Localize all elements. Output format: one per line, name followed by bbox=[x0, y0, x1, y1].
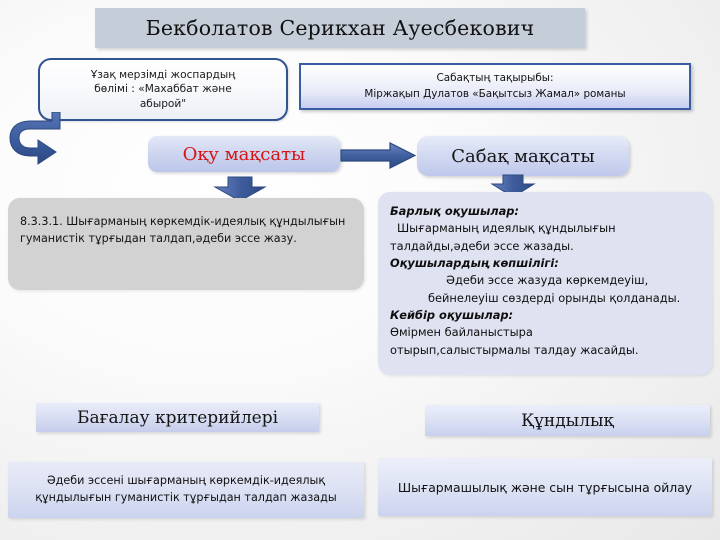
criteria-line-2: құндылығын гуманистік тұрғыдан талдап жа… bbox=[35, 491, 337, 504]
diff-most-label: Оқушылардың көпшілігі: bbox=[390, 255, 559, 270]
down-arrow-right-icon bbox=[490, 174, 536, 198]
value-text: Шығармашылық және сын тұрғысына ойлау bbox=[397, 479, 693, 495]
long-term-plan-box: Ұзақ мерзімді жоспардың бөлімі : «Махабб… bbox=[38, 58, 288, 121]
diff-some-label: Кейбір оқушылар: bbox=[390, 307, 514, 322]
diff-some-line-2: отырып,салыстырмалы талдау жасайды. bbox=[390, 342, 639, 357]
lesson-topic-box: Сабақтың тақырыбы: Міржақып Дулатов «Бақ… bbox=[299, 63, 691, 110]
learning-objective-box: 8.3.3.1. Шығарманың көркемдік-идеялық құ… bbox=[8, 198, 364, 290]
assessment-criteria-header: Бағалау критерийлері bbox=[36, 403, 319, 432]
long-term-plan-text: Ұзақ мерзімді жоспардың бөлімі : «Махабб… bbox=[83, 68, 243, 112]
diff-most-line-1: Әдеби эссе жазуда көркемдеуіш, bbox=[446, 273, 649, 288]
learning-goal-pill: Оқу мақсаты bbox=[148, 136, 340, 172]
plan-line-1: Ұзақ мерзімді жоспардың bbox=[90, 68, 236, 81]
value-title: Құндылық bbox=[521, 410, 614, 431]
diff-all-line-1: Шығарманың идеялық құндылығын bbox=[397, 221, 616, 236]
assessment-criteria-body: Әдеби эссені шығарманың көркемдік-идеялы… bbox=[8, 462, 364, 518]
lesson-topic-label: Сабақтың тақырыбы: bbox=[436, 72, 554, 85]
plan-line-3: абырой" bbox=[139, 97, 187, 110]
slide-title-banner: Бекболатов Серикхан Ауесбекович bbox=[95, 8, 585, 48]
value-body: Шығармашылық және сын тұрғысына ойлау bbox=[378, 458, 712, 516]
assessment-criteria-text: Әдеби эссені шығарманың көркемдік-идеялы… bbox=[29, 473, 342, 507]
diff-all-label: Барлық оқушылар: bbox=[390, 204, 519, 218]
criteria-line-1: Әдеби эссені шығарманың көркемдік-идеялы… bbox=[46, 474, 326, 488]
right-arrow-icon bbox=[340, 142, 416, 169]
value-header: Құндылық bbox=[425, 405, 710, 436]
down-arrow-left-icon bbox=[213, 176, 267, 202]
lesson-topic-value: Міржақып Дулатов «Бақытсыз Жамал» романы bbox=[364, 87, 626, 100]
differentiation-box: Барлық оқушылар: Шығарманың идеялық құнд… bbox=[378, 192, 712, 375]
diff-all-line-2: талдайды,әдеби эссе жазады. bbox=[390, 238, 574, 253]
plan-line-2: бөлімі : «Махаббат және bbox=[94, 83, 232, 96]
u-turn-arrow-icon bbox=[9, 112, 61, 165]
assessment-criteria-title: Бағалау критерийлері bbox=[76, 407, 279, 428]
lesson-goal-label: Сабақ мақсаты bbox=[451, 145, 595, 167]
learning-objective-text: 8.3.3.1. Шығарманың көркемдік-идеялық құ… bbox=[20, 215, 346, 245]
diff-most-line-2: бейнелеуіш сөздерді орынды қолданады. bbox=[428, 290, 681, 305]
page-title: Бекболатов Серикхан Ауесбекович bbox=[145, 16, 535, 40]
diff-some-line-1: Өмірмен байланыстыра bbox=[390, 325, 533, 340]
lesson-goal-pill: Сабақ мақсаты bbox=[417, 136, 629, 176]
learning-goal-label: Оқу мақсаты bbox=[182, 143, 306, 165]
